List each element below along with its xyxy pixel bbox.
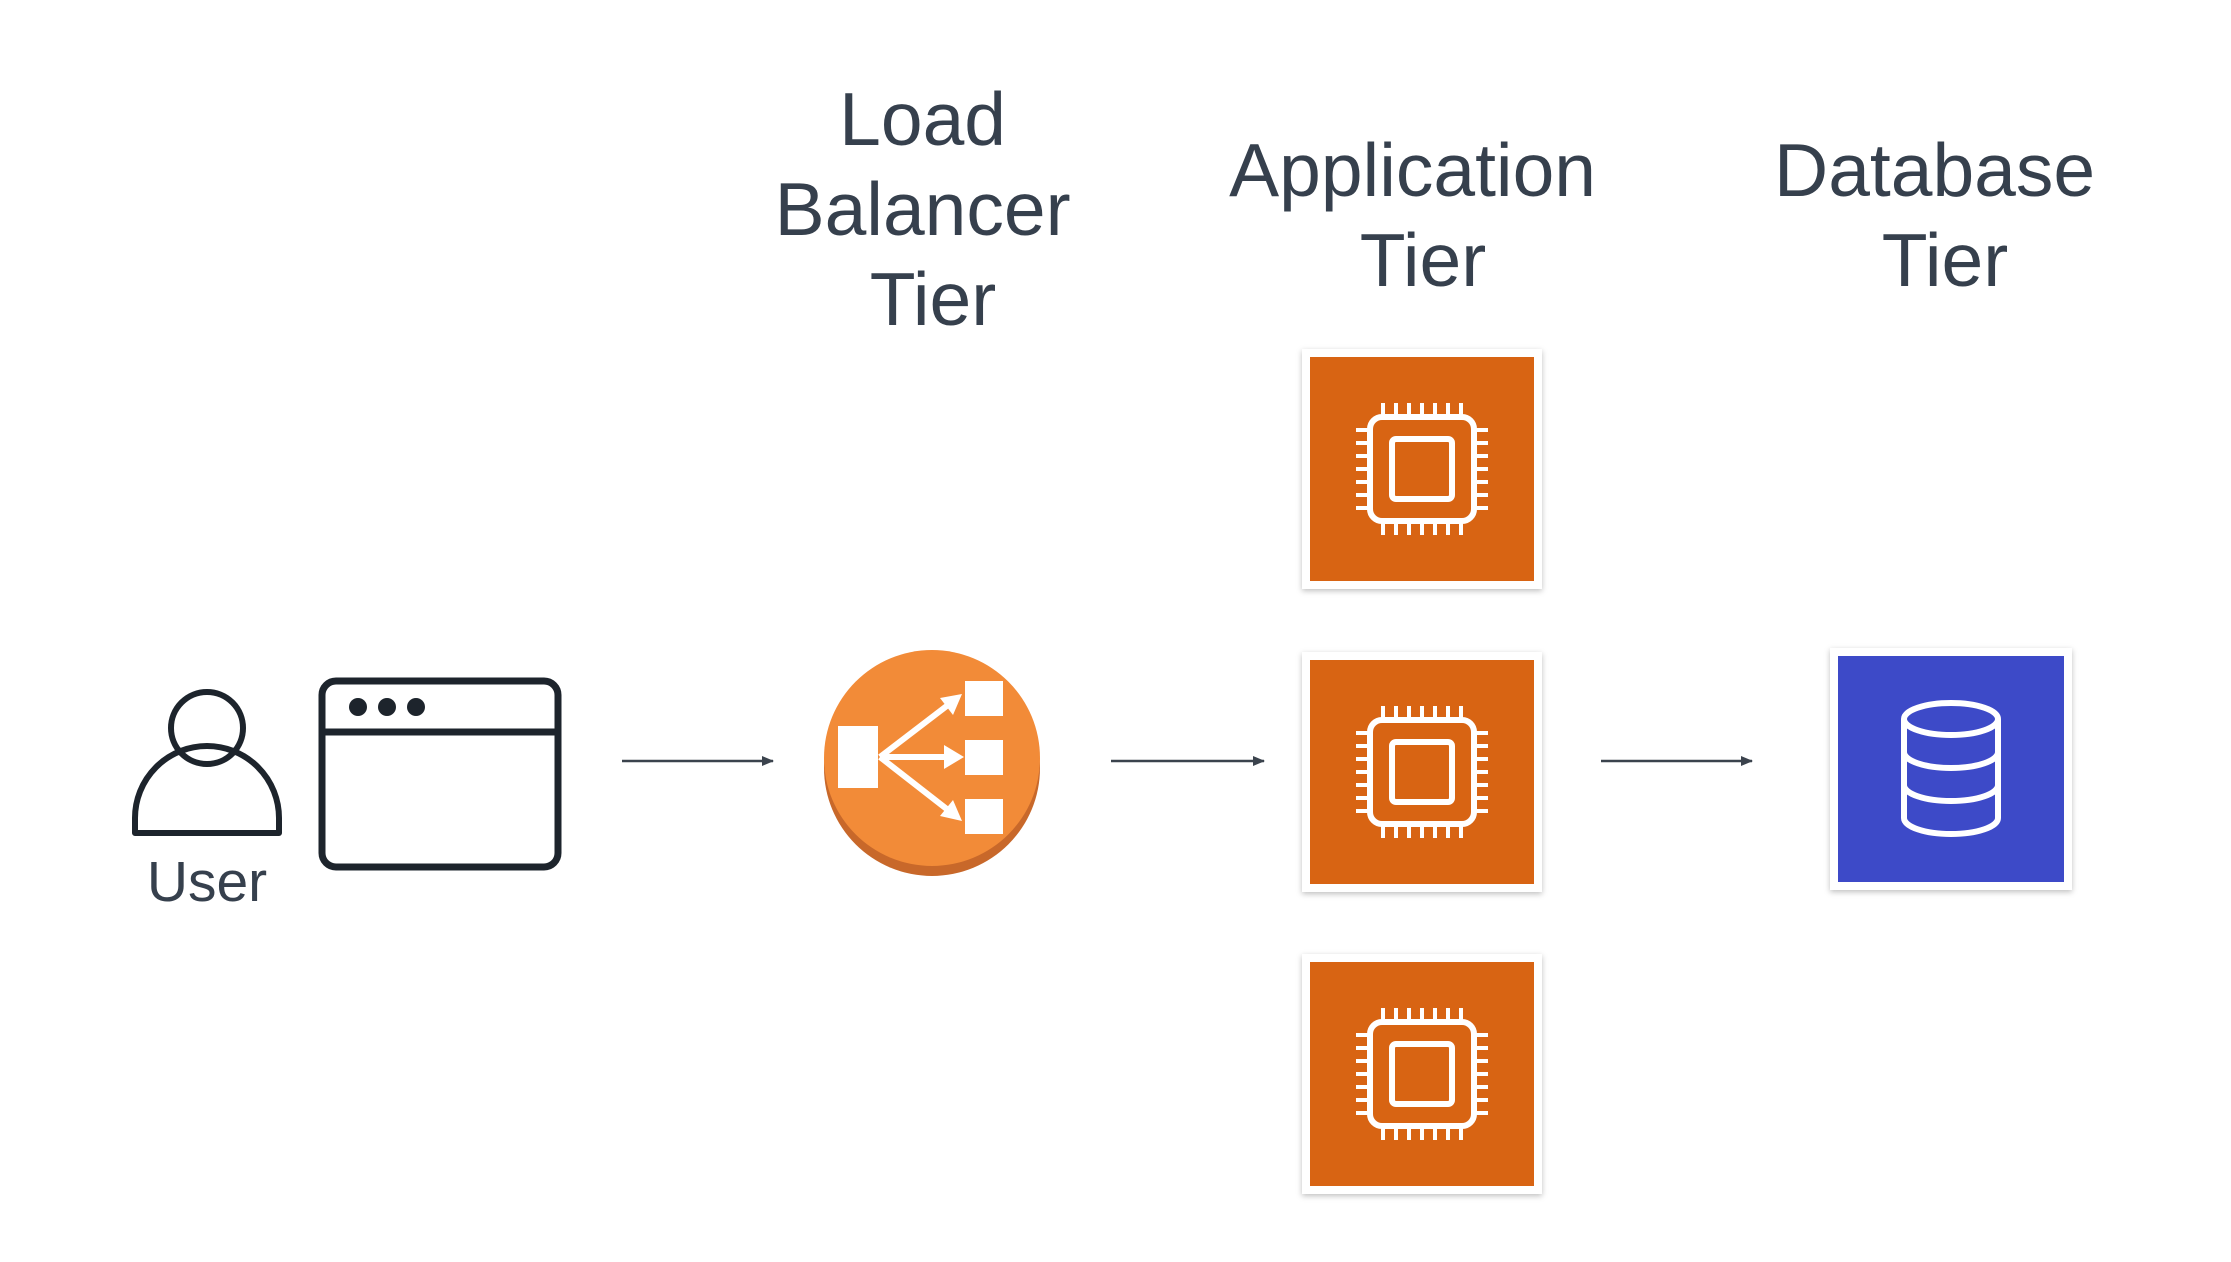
application-tier-label: Application Tier (1229, 128, 1617, 302)
user-icon (132, 689, 282, 836)
load-balancer-icon (824, 650, 1040, 876)
database-tier-line-1: Database (1774, 128, 2095, 212)
database-tier-label: Database Tier (1774, 128, 2116, 302)
database-tier-line-2: Tier (1882, 218, 2008, 302)
app-server-1 (1302, 349, 1542, 589)
browser-window-icon (318, 677, 562, 871)
load-balancer-tier-line-2: Balancer (775, 167, 1071, 251)
database-icon (1901, 700, 2001, 837)
app-server-2 (1302, 652, 1542, 892)
app-server-3 (1302, 954, 1542, 1194)
application-tier-line-1: Application (1229, 128, 1596, 212)
load-balancer-tier-line-3: Tier (870, 257, 996, 341)
load-balancer-tier-label: Load Balancer Tier (775, 77, 1092, 341)
application-tier-line-2: Tier (1360, 218, 1486, 302)
database-server (1830, 648, 2072, 890)
load-balancer-tier-line-1: Load (839, 77, 1006, 161)
user-label: User (147, 850, 267, 914)
